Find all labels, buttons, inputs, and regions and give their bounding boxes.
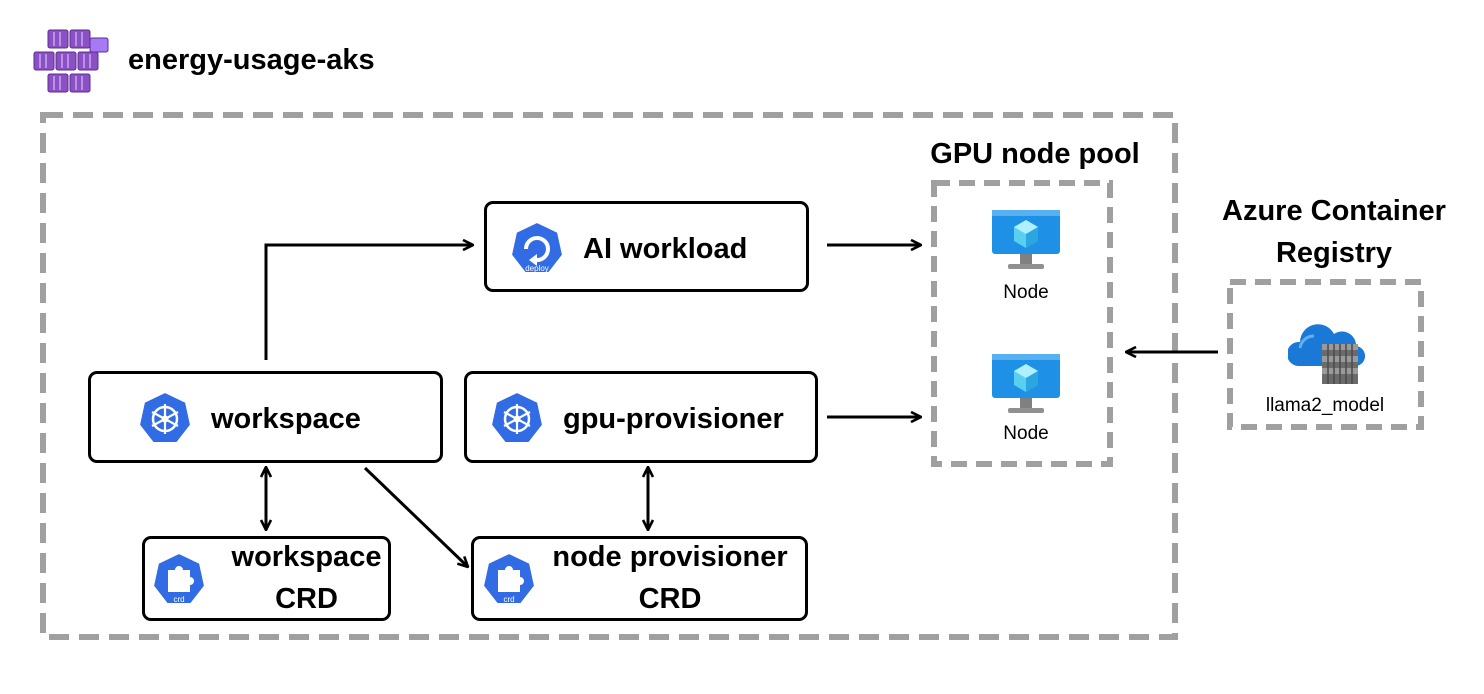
ai-workload-label: AI workload <box>583 233 748 265</box>
workspace-kubernetes-icon <box>138 391 192 444</box>
workspace-crd-label: workspace CRD <box>223 536 390 620</box>
registry-title-line-1: Azure Container <box>1222 195 1446 227</box>
node-provisioner-crd-line-2: CRD <box>638 583 702 615</box>
cluster-boundary <box>40 112 1178 640</box>
gpu-node-pool-title: GPU node pool <box>930 138 1140 170</box>
aks-cluster-icon <box>33 29 109 93</box>
svg-text:crd: crd <box>503 595 514 604</box>
registry-item-label: llama2_model <box>1265 395 1385 416</box>
node-provisioner-crd-icon: crd <box>482 552 536 605</box>
workspace-box[interactable]: workspace <box>88 371 443 463</box>
workspace-crd-icon: crd <box>152 552 206 605</box>
cluster-name: energy-usage-aks <box>128 44 375 76</box>
node-1-vm-icon[interactable] <box>990 208 1062 272</box>
svg-text:crd: crd <box>173 595 184 604</box>
ai-workload-box[interactable]: deploy AI workload <box>484 201 809 292</box>
container-registry-icon[interactable] <box>1288 318 1368 386</box>
arrow-workspace-to-ai-workload <box>264 245 473 360</box>
deploy-icon: deploy <box>510 221 564 274</box>
gpu-provisioner-box[interactable]: gpu-provisioner <box>464 371 818 463</box>
gpu-provisioner-label: gpu-provisioner <box>563 403 784 435</box>
svg-text:deploy: deploy <box>525 264 549 273</box>
arrow-workspace-to-node-provisioner-crd <box>363 466 468 567</box>
registry-boundary <box>1227 279 1424 430</box>
node-2-label: Node <box>1003 423 1049 444</box>
workspace-crd-line-1: workspace <box>231 541 382 573</box>
registry-title: Azure Container Registry <box>1196 190 1472 274</box>
node-1-label: Node <box>1003 282 1049 303</box>
gpu-node-pool-boundary <box>931 180 1113 467</box>
node-2-vm-icon[interactable] <box>990 352 1062 416</box>
node-provisioner-crd-line-1: node provisioner <box>552 541 788 573</box>
node-provisioner-crd-label: node provisioner CRD <box>536 536 804 620</box>
workspace-crd-line-2: CRD <box>275 583 338 615</box>
gpu-provisioner-kubernetes-icon <box>490 391 544 444</box>
workspace-label: workspace <box>211 403 361 435</box>
workspace-crd-box[interactable]: crd workspace CRD <box>142 536 391 621</box>
registry-title-line-2: Registry <box>1275 237 1393 269</box>
node-provisioner-crd-box[interactable]: crd node provisioner CRD <box>471 536 808 621</box>
